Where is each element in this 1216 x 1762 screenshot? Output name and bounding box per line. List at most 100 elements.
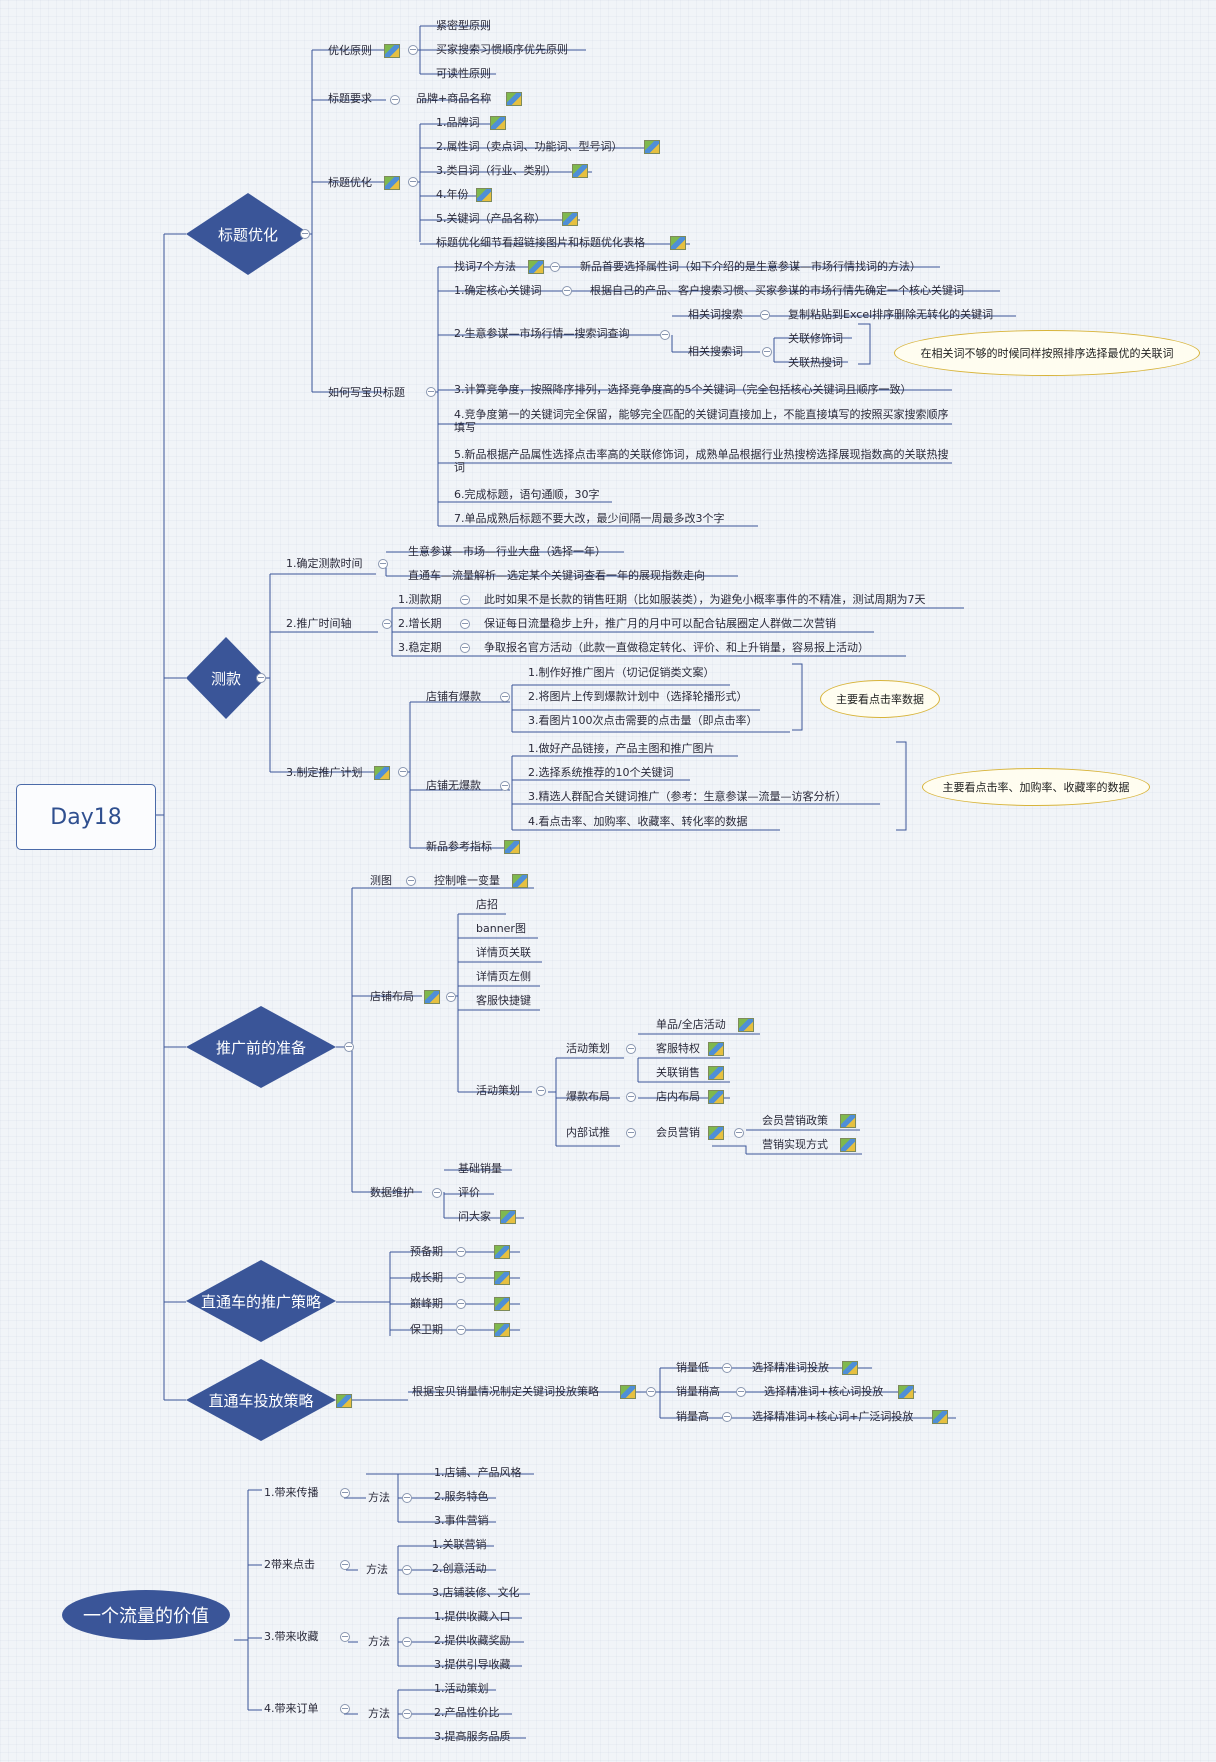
collapse-toggle-icon[interactable]	[736, 1387, 746, 1397]
attachment-image-icon[interactable]	[708, 1090, 724, 1104]
attachment-image-icon[interactable]	[708, 1042, 724, 1056]
node-ztc-invest[interactable]: 直通车投放策略	[186, 1359, 336, 1441]
label[interactable]: 2带来点击	[264, 1558, 315, 1571]
label[interactable]: 问大家	[458, 1210, 491, 1223]
label[interactable]: 测图	[370, 874, 392, 887]
node-product-testing[interactable]: 测款	[186, 637, 266, 719]
label[interactable]: 保证每日流量稳步上升，推广月的月中可以配合钻展圈定人群做二次营销	[484, 617, 836, 630]
label[interactable]: 此时如果不是长款的销售旺期（比如服装类），为避免小概率事件的不精准，测试周期为7…	[484, 593, 926, 606]
attachment-image-icon[interactable]	[572, 164, 588, 178]
label[interactable]: 生意参谋—市场—行业大盘（选择一年）	[408, 545, 606, 558]
attachment-image-icon[interactable]	[840, 1114, 856, 1128]
node-traffic-value[interactable]: 一个流量的价值	[62, 1590, 230, 1640]
node-ztc-strategy[interactable]: 直通车的推广策略	[186, 1260, 336, 1342]
attachment-image-icon[interactable]	[898, 1385, 914, 1399]
label[interactable]: 如何写宝贝标题	[328, 386, 405, 399]
attachment-image-icon[interactable]	[708, 1126, 724, 1140]
attachment-image-icon[interactable]	[562, 212, 578, 226]
label[interactable]: 可读性原则	[436, 67, 491, 80]
collapse-toggle-icon[interactable]	[340, 1704, 350, 1714]
collapse-toggle-icon[interactable]	[760, 310, 770, 320]
node-promotion-prep[interactable]: 推广前的准备	[186, 1006, 336, 1088]
attachment-image-icon[interactable]	[506, 92, 522, 106]
attachment-image-icon[interactable]	[336, 1394, 352, 1408]
collapse-toggle-icon[interactable]	[256, 673, 266, 683]
label[interactable]: 会员营销政策	[762, 1114, 828, 1127]
collapse-toggle-icon[interactable]	[402, 1493, 412, 1503]
collapse-toggle-icon[interactable]	[300, 229, 310, 239]
collapse-toggle-icon[interactable]	[646, 1387, 656, 1397]
attachment-image-icon[interactable]	[644, 140, 660, 154]
collapse-toggle-icon[interactable]	[762, 347, 772, 357]
label[interactable]: 6.完成标题，语句通顺，30字	[454, 488, 600, 501]
label[interactable]: 1.关联营销	[432, 1538, 487, 1551]
label[interactable]: 关联修饰词	[788, 332, 843, 345]
label[interactable]: 2.属性词（卖点词、功能词、型号词）	[436, 140, 623, 153]
label[interactable]: 2.推广时间轴	[286, 617, 352, 630]
attachment-image-icon[interactable]	[842, 1361, 858, 1375]
label[interactable]: 4.年份	[436, 188, 469, 201]
attachment-image-icon[interactable]	[840, 1138, 856, 1152]
label[interactable]: 3.提高服务品质	[434, 1730, 511, 1743]
collapse-toggle-icon[interactable]	[402, 1565, 412, 1575]
attachment-image-icon[interactable]	[490, 116, 506, 130]
label[interactable]: 客服快捷键	[476, 994, 531, 1007]
label[interactable]: 3.计算竞争度，按照降序排列，选择竞争度高的5个关键词（完全包括核心关键词且顺序…	[454, 383, 912, 396]
attachment-image-icon[interactable]	[384, 44, 400, 58]
label[interactable]: 基础销量	[458, 1162, 502, 1175]
attachment-image-icon[interactable]	[476, 188, 492, 202]
label[interactable]: 直通车—流量解析—选定某个关键词查看一年的展现指数走向	[408, 569, 705, 582]
label[interactable]: 3.提供引导收藏	[434, 1658, 511, 1671]
label[interactable]: 紧密型原则	[436, 19, 491, 32]
label[interactable]: 3.精选人群配合关键词推广（参考：生意参谋—流量—访客分析）	[528, 790, 847, 803]
label[interactable]: 选择精准词+核心词投放	[764, 1385, 884, 1398]
collapse-toggle-icon[interactable]	[626, 1092, 636, 1102]
label[interactable]: 相关搜索词	[688, 345, 743, 358]
collapse-toggle-icon[interactable]	[340, 1632, 350, 1642]
label[interactable]: 标题要求	[328, 92, 372, 105]
label[interactable]: 方法	[368, 1635, 390, 1648]
label[interactable]: 找词7个方法	[454, 260, 516, 273]
attachment-image-icon[interactable]	[738, 1018, 754, 1032]
label[interactable]: 1.活动策划	[434, 1682, 489, 1695]
attachment-image-icon[interactable]	[512, 874, 528, 888]
label[interactable]: 保卫期	[410, 1323, 443, 1336]
label[interactable]: 店招	[476, 898, 498, 911]
attachment-image-icon[interactable]	[494, 1323, 510, 1337]
label[interactable]: 会员营销	[656, 1126, 700, 1139]
label[interactable]: 4.看点击率、加购率、收藏率、转化率的数据	[528, 815, 748, 828]
label[interactable]: 单品/全店活动	[656, 1018, 726, 1031]
collapse-toggle-icon[interactable]	[378, 559, 388, 569]
collapse-toggle-icon[interactable]	[398, 767, 408, 777]
label[interactable]: 买家搜索习惯顺序优先原则	[436, 43, 568, 56]
label[interactable]: 销量低	[676, 1361, 709, 1374]
label[interactable]: 客服特权	[656, 1042, 700, 1055]
label[interactable]: 3.稳定期	[398, 641, 442, 654]
attachment-image-icon[interactable]	[374, 766, 390, 780]
label[interactable]: 1.提供收藏入口	[434, 1610, 511, 1623]
label[interactable]: 5.新品根据产品属性选择点击率高的关联修饰词，成熟单品根据行业热搜榜选择展现指数…	[454, 448, 949, 474]
label[interactable]: 方法	[368, 1491, 390, 1504]
label[interactable]: 店铺有爆款	[426, 690, 481, 703]
label[interactable]: 关联热搜词	[788, 356, 843, 369]
label[interactable]: 2.将图片上传到爆款计划中（选择轮播形式）	[528, 690, 748, 703]
collapse-toggle-icon[interactable]	[402, 1637, 412, 1647]
label[interactable]: 评价	[458, 1186, 480, 1199]
label[interactable]: 店铺布局	[370, 990, 414, 1003]
label[interactable]: 2.选择系统推荐的10个关键词	[528, 766, 674, 779]
collapse-toggle-icon[interactable]	[408, 45, 418, 55]
label[interactable]: 销量稍高	[676, 1385, 720, 1398]
collapse-toggle-icon[interactable]	[550, 262, 560, 272]
label[interactable]: 3.事件营销	[434, 1514, 489, 1527]
label[interactable]: 销量高	[676, 1410, 709, 1423]
label[interactable]: 2.服务特色	[434, 1490, 489, 1503]
collapse-toggle-icon[interactable]	[460, 619, 470, 629]
collapse-toggle-icon[interactable]	[340, 1488, 350, 1498]
collapse-toggle-icon[interactable]	[562, 286, 572, 296]
attachment-image-icon[interactable]	[528, 260, 544, 274]
collapse-toggle-icon[interactable]	[402, 1709, 412, 1719]
collapse-toggle-icon[interactable]	[626, 1044, 636, 1054]
collapse-toggle-icon[interactable]	[432, 1188, 442, 1198]
label[interactable]: 活动策划	[476, 1084, 520, 1097]
label[interactable]: 优化原则	[328, 44, 372, 57]
